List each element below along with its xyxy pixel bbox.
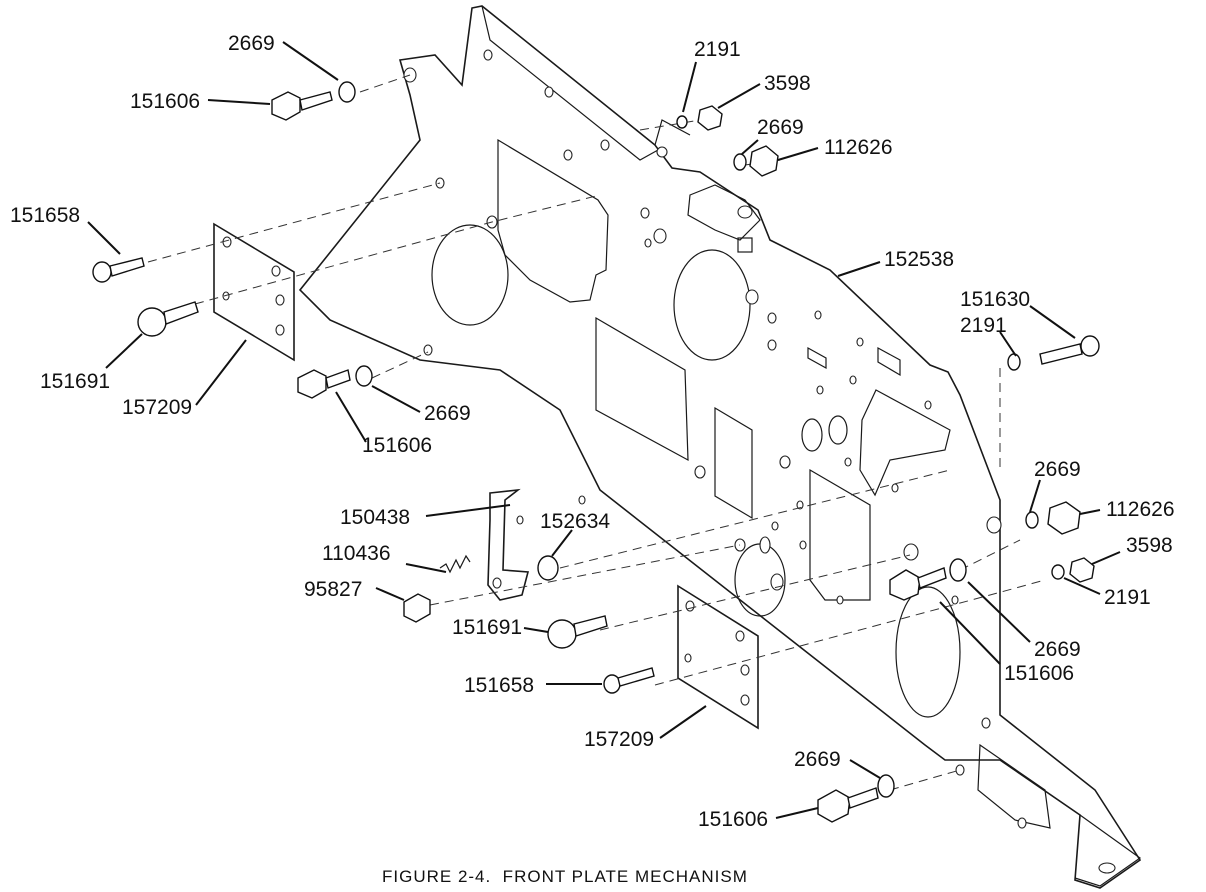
nut-112626-right [1047,501,1081,535]
label-112626-right: 112626 [1106,498,1175,521]
label-2191-right: 2191 [960,314,1007,337]
screw-151606-bottom [817,787,879,823]
washer-2669-right [1025,511,1039,529]
label-112626-top: 112626 [824,136,893,159]
label-157209-lower: 157209 [584,728,654,751]
label-2191-lower: 2191 [1104,586,1151,609]
screw-151606-mid [297,369,351,399]
screw-151691-left [137,301,199,337]
callout-labels: 2669 151606 2191 3598 2669 112626 151658… [10,32,1175,831]
screw-151606-lower [889,567,947,601]
label-151691-lower: 151691 [452,616,522,639]
nut-112626-top [749,145,779,177]
label-151606-mid: 151606 [362,434,432,457]
cover-plate-157209-left [213,222,295,362]
washer-2191-lower [1051,564,1065,580]
label-3598-top: 3598 [764,72,811,95]
label-151606-top: 151606 [130,90,200,113]
label-2669-lower: 2669 [1034,638,1081,661]
label-150438: 150438 [340,506,410,529]
washer-2669-lower [949,558,967,582]
label-2669-bottom: 2669 [794,748,841,771]
cover-plate-157209-lower [677,584,759,730]
figure-caption: FIGURE 2-4. FRONT PLATE MECHANISM [382,867,748,886]
washer-2191-top [676,115,688,129]
spring-110436 [439,554,471,574]
washer-2669-nut [733,153,747,171]
screw-151630 [1039,335,1100,365]
label-95827: 95827 [304,578,362,601]
label-157209-left: 157209 [122,396,192,419]
nut-3598-top [697,105,723,131]
screw-151658-left [92,257,145,283]
latch-150438 [487,488,530,601]
screw-151691-lower [547,615,608,649]
label-151630: 151630 [960,288,1030,311]
label-151606-bottom: 151606 [698,808,768,831]
label-3598-right: 3598 [1126,534,1173,557]
assembly-lines [147,74,1046,791]
screw-151658-lower [603,667,655,694]
label-151606-lower: 151606 [1004,662,1074,685]
nut-3598-right [1069,557,1095,583]
label-152634: 152634 [540,510,610,533]
leader-lines [87,41,1121,819]
nut-95827 [403,593,431,623]
hardware [92,81,1100,823]
label-151658-left: 151658 [10,204,80,227]
label-110436: 110436 [322,542,391,565]
label-151658-lower: 151658 [464,674,534,697]
washer-152634 [537,555,559,581]
label-2669-right: 2669 [1034,458,1081,481]
label-2669-top: 2669 [228,32,275,55]
label-2669-nut: 2669 [757,116,804,139]
label-151691-left: 151691 [40,370,110,393]
label-152538: 152538 [884,248,954,271]
washer-2669-top [338,81,356,103]
label-2669-mid: 2669 [424,402,471,425]
washer-2669-bottom [877,774,895,798]
screw-151606-top [271,91,333,121]
label-2191-top: 2191 [694,38,741,61]
washer-2191-right [1007,353,1021,371]
washer-2669-mid [355,365,373,387]
